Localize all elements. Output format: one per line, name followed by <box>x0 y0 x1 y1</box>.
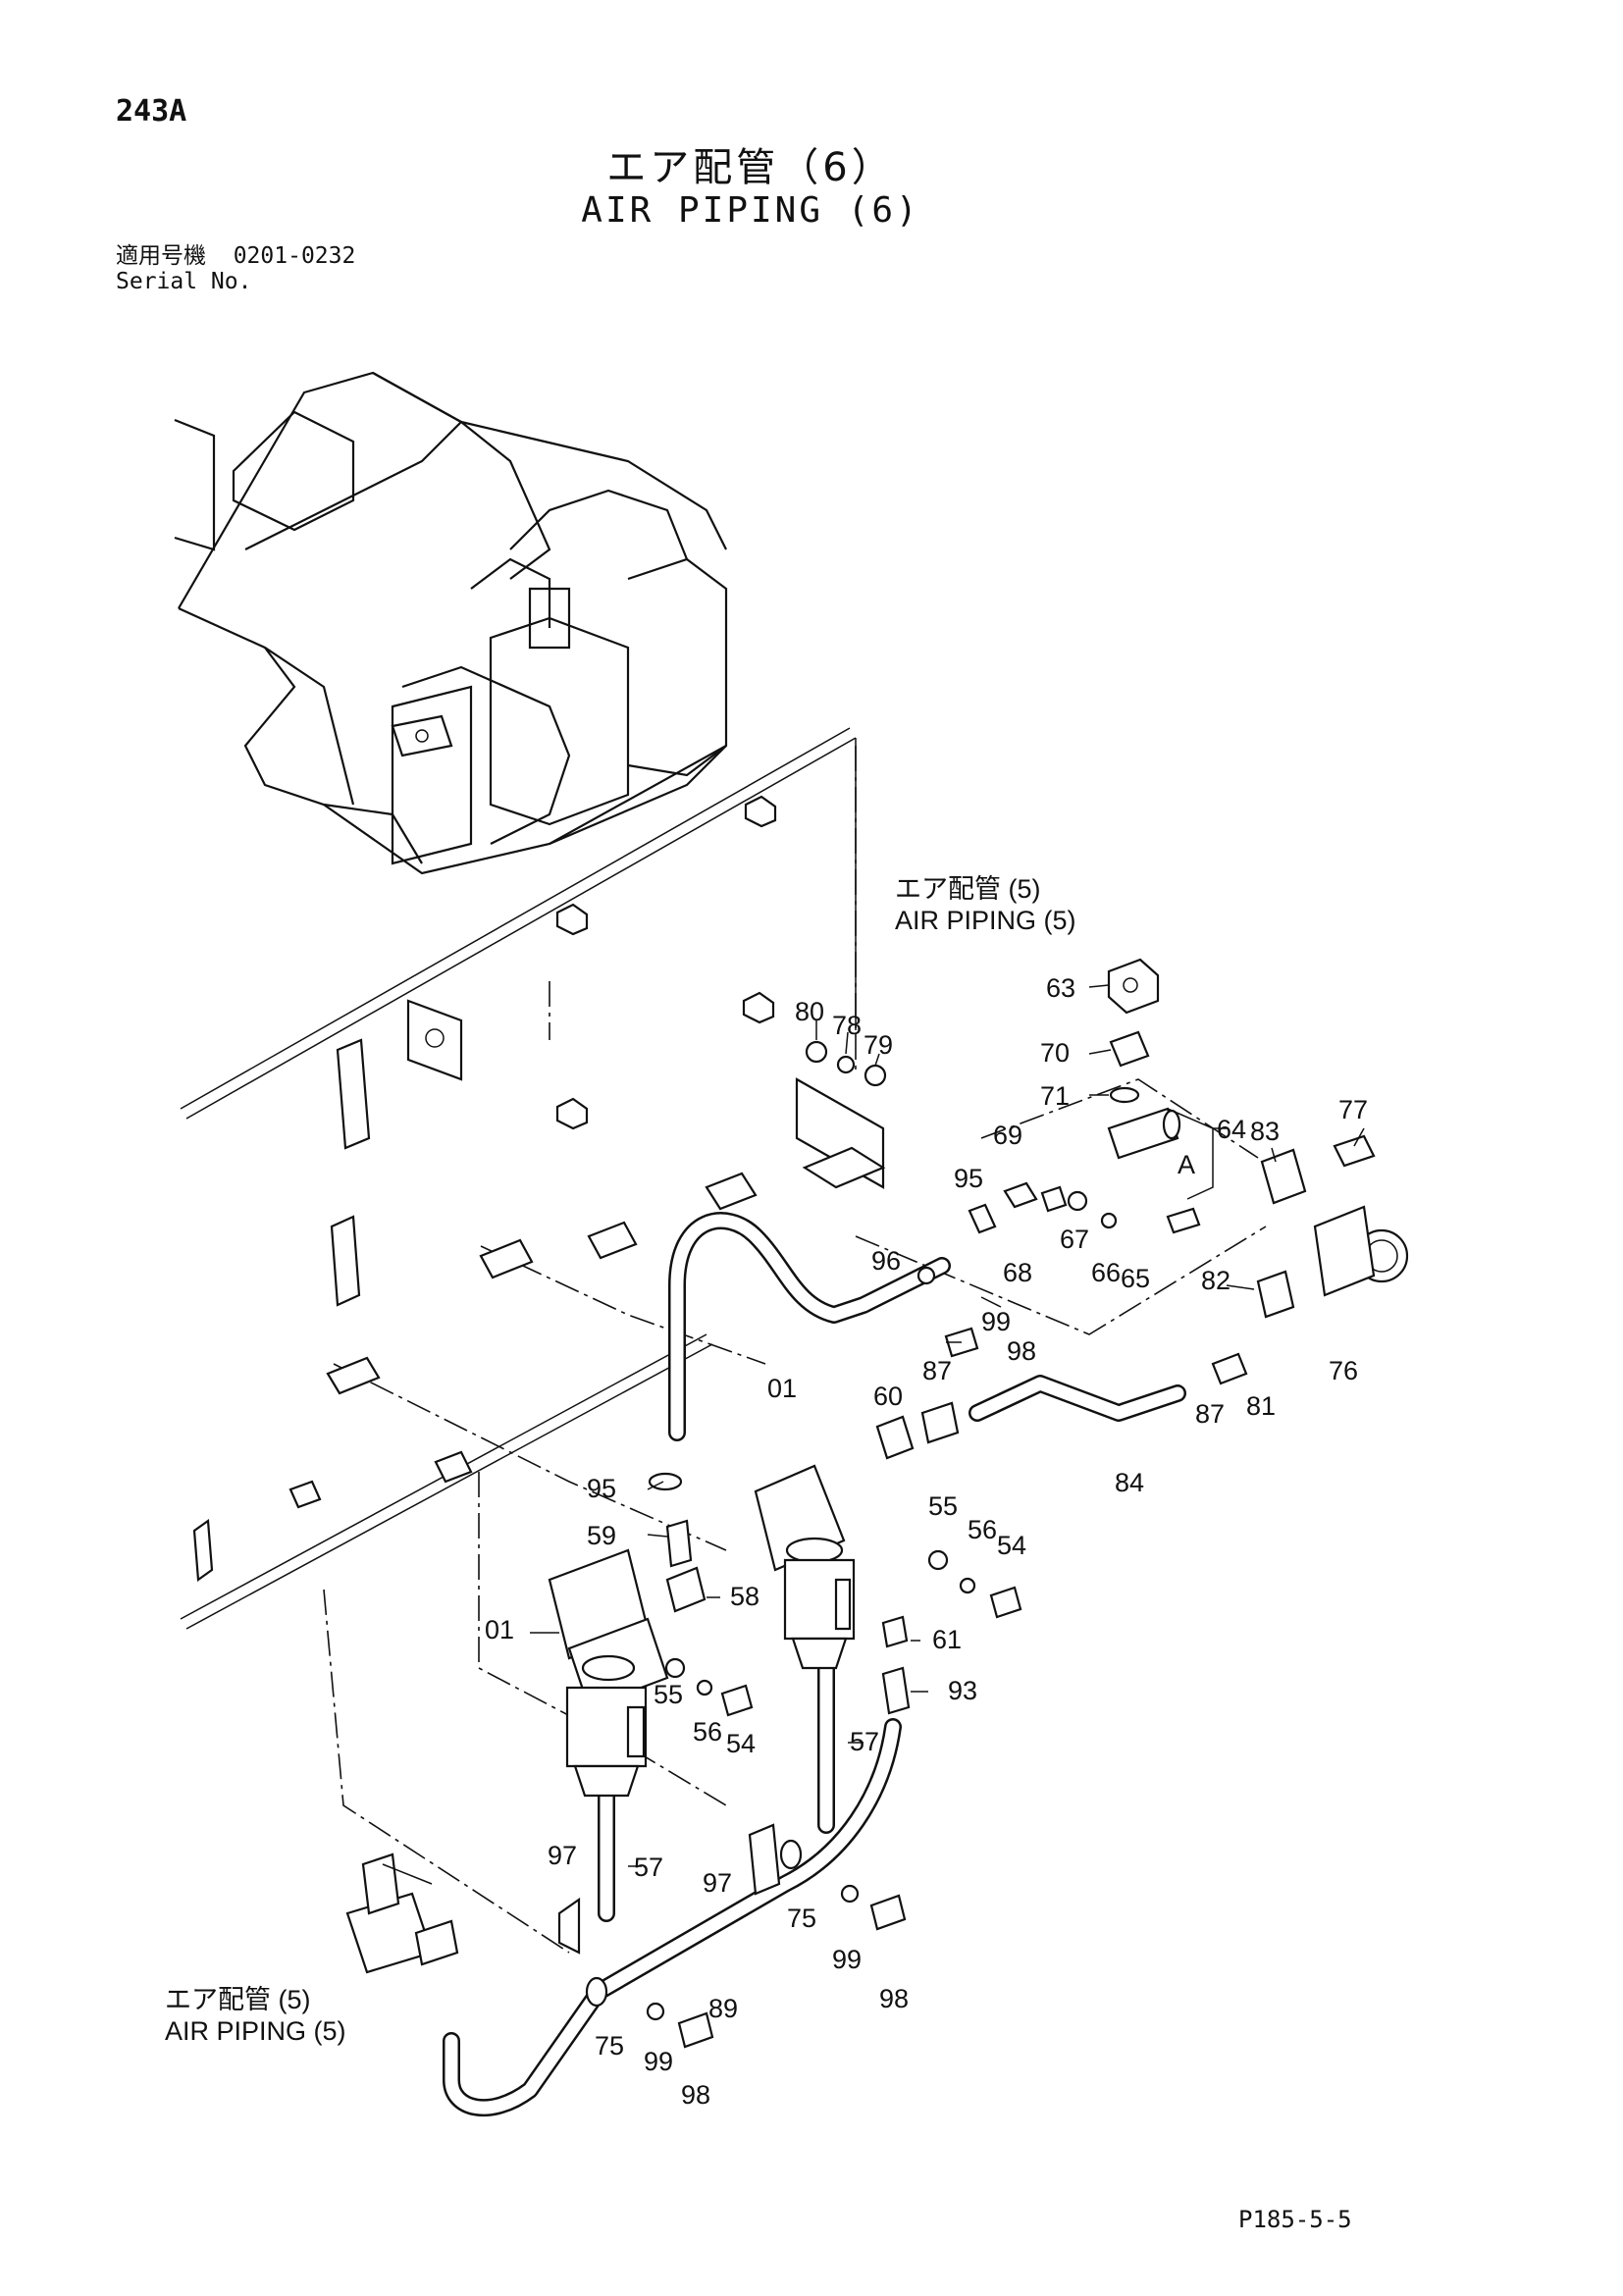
callout-number: 76 <box>1329 1356 1358 1385</box>
callout-number: 55 <box>654 1680 683 1709</box>
page-title-japanese: エア配管（6） <box>606 145 895 190</box>
upper-bracket-assembly <box>795 1040 887 1189</box>
callout-number: 77 <box>1338 1095 1368 1124</box>
serial-range: 0201-0232 <box>233 243 356 269</box>
callout-number: 79 <box>864 1030 893 1060</box>
leader-lines <box>323 746 1267 1954</box>
tube-89 <box>443 1718 902 2117</box>
engine-frame-outline <box>174 371 728 875</box>
filter-assembly-left <box>548 1548 669 1798</box>
reference-upper: エア配管 (5) AIR PIPING (5) <box>895 873 1076 936</box>
callout-number: 01 <box>767 1374 797 1403</box>
callout-number: 87 <box>1195 1399 1225 1429</box>
frame-beams <box>180 727 857 1630</box>
tube-84 <box>969 1375 1186 1422</box>
callout-number: 64 <box>1217 1115 1246 1144</box>
page-title-english: AIR PIPING (6) <box>581 190 920 231</box>
callout-number: 54 <box>726 1729 756 1758</box>
callout-number: 97 <box>703 1868 732 1898</box>
filter-assembly-right <box>754 1464 856 1670</box>
reference-lower: エア配管 (5) AIR PIPING (5) <box>165 1984 346 2047</box>
callout-number: 55 <box>928 1491 958 1521</box>
callout-number: 61 <box>932 1625 962 1654</box>
callout-number: 58 <box>730 1582 759 1611</box>
callout-number: 98 <box>879 1984 909 2013</box>
page-number: 243A <box>116 94 187 129</box>
callout-number: 56 <box>968 1515 997 1544</box>
reference-lower-jp: エア配管 (5) <box>165 1985 311 2014</box>
tube-94 <box>668 1212 951 1441</box>
reference-upper-en: AIR PIPING (5) <box>895 906 1076 935</box>
reference-lower-en: AIR PIPING (5) <box>165 2016 346 2046</box>
callout-number: 87 <box>922 1356 952 1385</box>
callout-number: 70 <box>1040 1038 1070 1068</box>
callout-number: 68 <box>1003 1258 1032 1287</box>
reference-upper-jp: エア配管 (5) <box>895 874 1041 904</box>
callout-number: 96 <box>871 1246 901 1276</box>
valve-lower-left <box>345 1852 459 1974</box>
callout-number: 65 <box>1121 1264 1150 1293</box>
callout-number: 59 <box>587 1521 616 1550</box>
callout-number: 60 <box>873 1382 903 1411</box>
callout-number: 93 <box>948 1676 977 1705</box>
callout-number: 98 <box>681 2080 710 2110</box>
callout-number: 78 <box>832 1011 862 1040</box>
callout-number: 01 <box>485 1615 514 1644</box>
callout-number: 75 <box>595 2031 624 2061</box>
callout-number: 99 <box>832 1945 862 1974</box>
callout-number: 80 <box>795 997 824 1026</box>
callout-number: 99 <box>981 1307 1011 1336</box>
tubes-57 <box>598 1659 835 1922</box>
detail-a-bracket: A <box>1167 1108 1214 1200</box>
callout-number: 95 <box>587 1474 616 1503</box>
callout-number: 56 <box>693 1717 722 1747</box>
detail-label-a: A <box>1178 1150 1195 1179</box>
callout-number: 99 <box>644 2047 673 2076</box>
callout-number: 57 <box>634 1852 663 1882</box>
callout-number: 63 <box>1046 973 1075 1003</box>
callout-leaders <box>530 984 1365 1867</box>
callout-number: 57 <box>850 1727 879 1756</box>
callout-number: 75 <box>787 1904 816 1933</box>
callout-number: 82 <box>1201 1266 1230 1295</box>
callout-number: 98 <box>1007 1336 1036 1366</box>
serial-label-japanese: 適用号機 <box>116 243 206 269</box>
callout-number: 54 <box>997 1531 1026 1560</box>
footer-code: P185-5-5 <box>1238 2206 1352 2233</box>
callout-number: 71 <box>1040 1081 1070 1111</box>
frame-bolts <box>555 795 777 1130</box>
callout-number: 69 <box>993 1121 1022 1150</box>
callout-number: 95 <box>954 1164 983 1193</box>
callout-number: 83 <box>1250 1117 1280 1146</box>
callout-number: 81 <box>1246 1391 1276 1421</box>
clip-brackets <box>288 1172 758 1509</box>
callout-number: 66 <box>1091 1258 1121 1287</box>
callout-number: 97 <box>548 1841 577 1870</box>
fittings <box>557 958 1409 2049</box>
callout-number: 84 <box>1115 1468 1144 1497</box>
callout-number: 89 <box>708 1994 738 2023</box>
callout-number: 67 <box>1060 1225 1089 1254</box>
serial-block: 適用号機 0201-0232 Serial No. <box>116 243 355 294</box>
serial-label-english: Serial No. <box>116 269 252 294</box>
